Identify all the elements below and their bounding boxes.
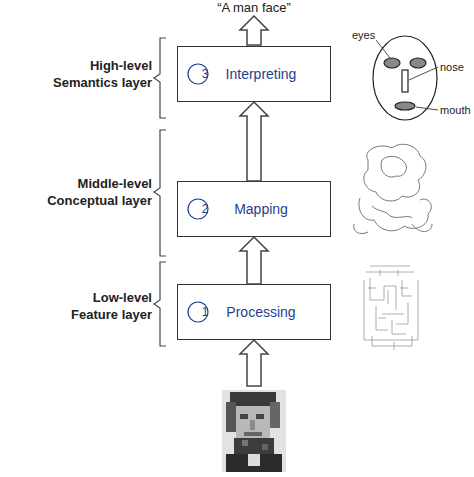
- concept-sketch: [372, 206, 412, 218]
- block-arrow: [240, 237, 268, 284]
- layer-bracket: [154, 130, 166, 256]
- block-arrow: [240, 102, 268, 181]
- layer-name: Low-level Feature layer: [52, 290, 152, 324]
- block-arrow: [240, 16, 268, 45]
- process-box: Processing1: [177, 284, 331, 340]
- input-photo: [250, 420, 255, 430]
- process-box: Mapping 2: [177, 181, 331, 237]
- process-label: Mapping: [220, 201, 288, 217]
- input-photo: [236, 406, 270, 440]
- part-label: mouth: [440, 103, 474, 117]
- step-number: 3: [188, 67, 209, 81]
- concept-sketch: [364, 144, 426, 201]
- input-photo: [262, 444, 268, 450]
- leader-line: [409, 67, 438, 80]
- step-number-circle: 3: [187, 63, 209, 85]
- leader-line: [376, 40, 438, 110]
- concept-sketch: [381, 156, 406, 177]
- input-photo: [222, 390, 286, 472]
- part-label: nose: [440, 60, 474, 74]
- concept-sketch: [354, 144, 432, 233]
- input-photo: [222, 390, 286, 472]
- input-photo: [240, 414, 248, 419]
- input-photo: [256, 414, 264, 419]
- concept-sketch: [354, 224, 432, 234]
- circle-outline: [188, 64, 208, 84]
- face-sketch: [384, 58, 400, 68]
- leader-line: [376, 40, 390, 58]
- feature-sketch: [368, 270, 408, 350]
- feature-sketch: [364, 266, 418, 350]
- face-sketch: [395, 102, 415, 110]
- process-box: Interpreting3: [177, 46, 331, 102]
- step-number: 1: [188, 305, 209, 319]
- input-photo: [244, 432, 262, 436]
- face-sketch: [402, 70, 408, 92]
- process-label: Interpreting: [212, 66, 297, 82]
- circle-outline: [188, 199, 208, 219]
- feature-sketch: [364, 266, 418, 346]
- leader-line: [416, 107, 438, 110]
- layer-bracket: [154, 38, 166, 346]
- output-label: “A man face”: [154, 0, 354, 17]
- input-photo: [230, 392, 276, 406]
- part-label: eyes: [352, 28, 392, 42]
- layer-bracket: [154, 262, 166, 346]
- concept-sketch: [359, 198, 431, 231]
- face-sketch: [410, 58, 426, 68]
- step-number-circle: 1: [187, 301, 209, 323]
- input-photo: [234, 438, 274, 454]
- input-photo: [248, 454, 260, 466]
- input-photo: [242, 440, 248, 446]
- input-photo: [226, 402, 236, 432]
- circle-outline: [188, 302, 208, 322]
- block-arrow: [240, 340, 268, 386]
- layer-name: Middle-level Conceptual layer: [30, 176, 152, 210]
- layer-name: High-level Semantics layer: [40, 58, 152, 92]
- process-label: Processing: [212, 304, 295, 320]
- step-number-circle: 2: [187, 198, 209, 220]
- input-photo: [270, 402, 280, 428]
- step-number: 2: [188, 202, 209, 216]
- input-photo: [226, 454, 282, 472]
- face-sketch: [373, 36, 437, 120]
- layer-bracket: [154, 38, 166, 118]
- face-sketch: [373, 36, 437, 120]
